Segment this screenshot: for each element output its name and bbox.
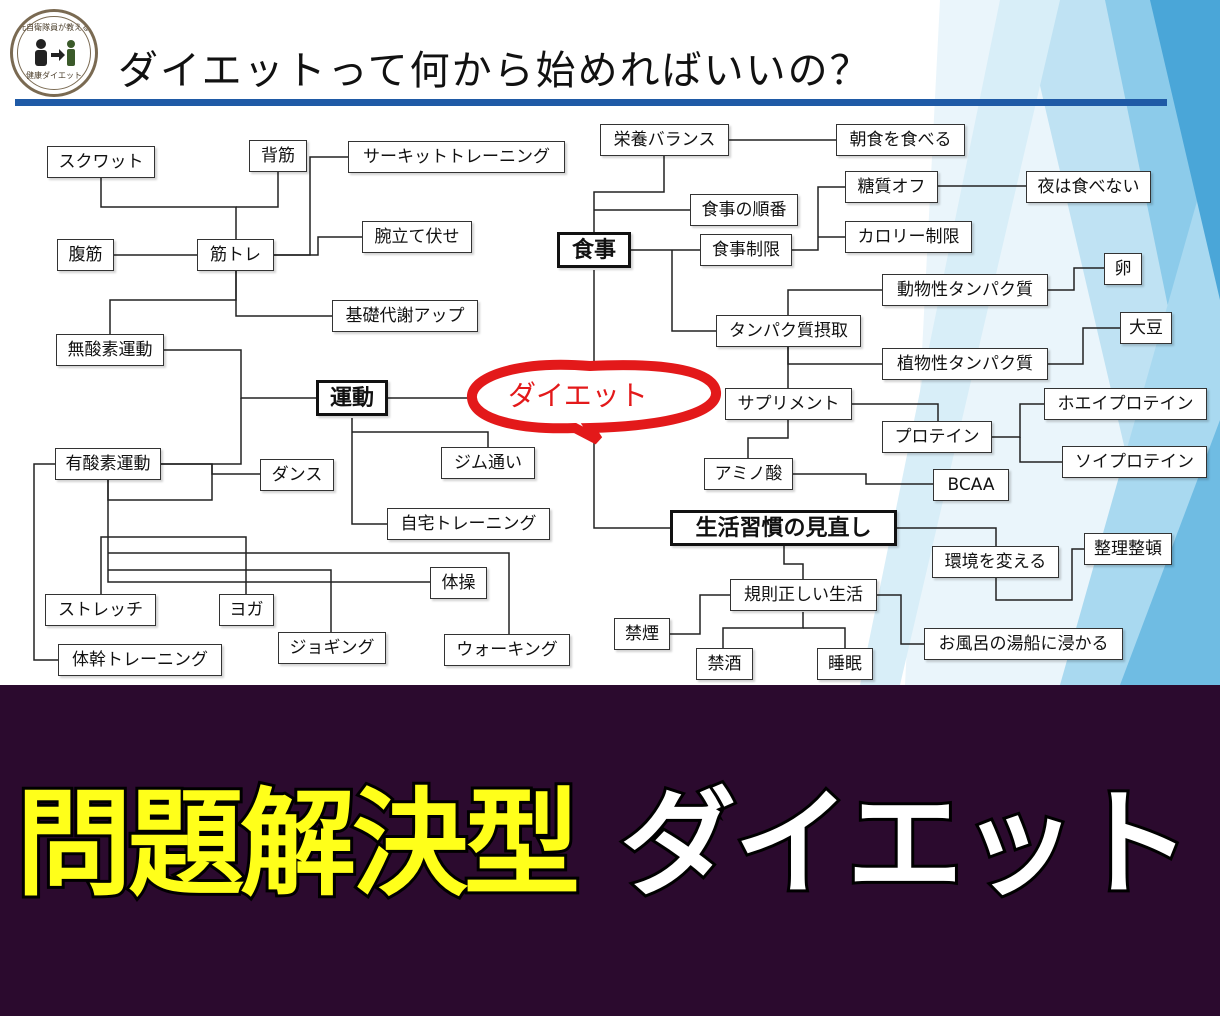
- node-kinen: 禁煙: [614, 618, 670, 650]
- banner-heading: 問題解決型 ダイエット: [8, 770, 1218, 920]
- logo-bottom-text: 健康ダイエット: [26, 71, 82, 80]
- node-whey: ホエイプロテイン: [1044, 388, 1207, 420]
- node-bcaa: BCAA: [933, 469, 1009, 501]
- node-choushoku: 朝食を食べる: [836, 124, 965, 156]
- node-tanpaku: タンパク質摂取: [716, 315, 861, 347]
- node-tamago: 卵: [1104, 253, 1142, 285]
- person-icon: [35, 39, 75, 66]
- node-jitaku: 自宅トレーニング: [387, 508, 550, 540]
- title-underline: [15, 99, 1167, 106]
- node-seikatsu: 生活習慣の見直し: [670, 510, 897, 546]
- node-soy: ソイプロテイン: [1062, 446, 1207, 478]
- logo-ring: [17, 16, 91, 90]
- node-eiyou: 栄養バランス: [600, 124, 729, 156]
- node-yoga: ヨガ: [219, 594, 274, 626]
- logo: 元自衛隊員が教える 健康ダイエット: [10, 9, 98, 97]
- mind-map-area: 元自衛隊員が教える 健康ダイエット ダイエットって何から始めればいいの？: [10, 0, 1220, 685]
- node-jogging: ジョギング: [278, 632, 386, 664]
- node-seigen: 食事制限: [700, 234, 792, 266]
- node-walking: ウォーキング: [444, 634, 570, 666]
- node-doubutsu: 動物性タンパク質: [882, 274, 1048, 306]
- node-kiso: 基礎代謝アップ: [332, 300, 478, 332]
- connector-lines: [33, 139, 1120, 661]
- node-squat: スクワット: [47, 146, 155, 178]
- node-furo: お風呂の湯船に浸かる: [924, 628, 1123, 660]
- node-protein: プロテイン: [882, 421, 992, 453]
- node-haikin: 背筋: [249, 140, 307, 172]
- node-udetate: 腕立て伏せ: [362, 221, 472, 253]
- node-kintore: 筋トレ: [197, 239, 274, 271]
- logo-top-text: 元自衛隊員が教える: [18, 23, 90, 32]
- banner-yellow-text: 問題解決型: [13, 774, 583, 915]
- node-musanso: 無酸素運動: [56, 334, 164, 366]
- center-label: ダイエット: [508, 379, 648, 412]
- node-circuit: サーキットトレーニング: [348, 141, 565, 173]
- banner-background: [0, 685, 1220, 1016]
- banner-white-text: ダイエット: [617, 774, 1194, 915]
- node-taikan: 体幹トレーニング: [58, 644, 222, 676]
- center-ring: [467, 359, 721, 445]
- node-dance: ダンス: [260, 459, 334, 491]
- node-fukkin: 腹筋: [57, 239, 114, 271]
- node-junban: 食事の順番: [690, 194, 798, 226]
- node-seiri: 整理整頓: [1084, 533, 1172, 565]
- node-kisoku: 規則正しい生活: [730, 579, 877, 611]
- node-stretch: ストレッチ: [45, 594, 156, 626]
- node-calorie: カロリー制限: [845, 221, 972, 253]
- page-title: ダイエットって何から始めればいいの？: [118, 48, 872, 94]
- node-amino: アミノ酸: [704, 458, 793, 490]
- node-taisou: 体操: [430, 567, 487, 599]
- node-shokuji: 食事: [557, 232, 631, 268]
- node-shokubutsu: 植物性タンパク質: [882, 348, 1048, 380]
- node-daizu: 大豆: [1120, 312, 1172, 344]
- node-suimin: 睡眠: [817, 648, 873, 680]
- node-yoru: 夜は食べない: [1026, 171, 1151, 203]
- node-kankyou: 環境を変える: [932, 546, 1059, 578]
- node-undou: 運動: [316, 380, 388, 416]
- node-supplement: サプリメント: [725, 388, 852, 420]
- node-gym: ジム通い: [441, 447, 535, 479]
- node-yusanso: 有酸素運動: [55, 448, 161, 480]
- node-kinshu: 禁酒: [696, 648, 753, 680]
- node-toushitsu: 糖質オフ: [845, 171, 938, 203]
